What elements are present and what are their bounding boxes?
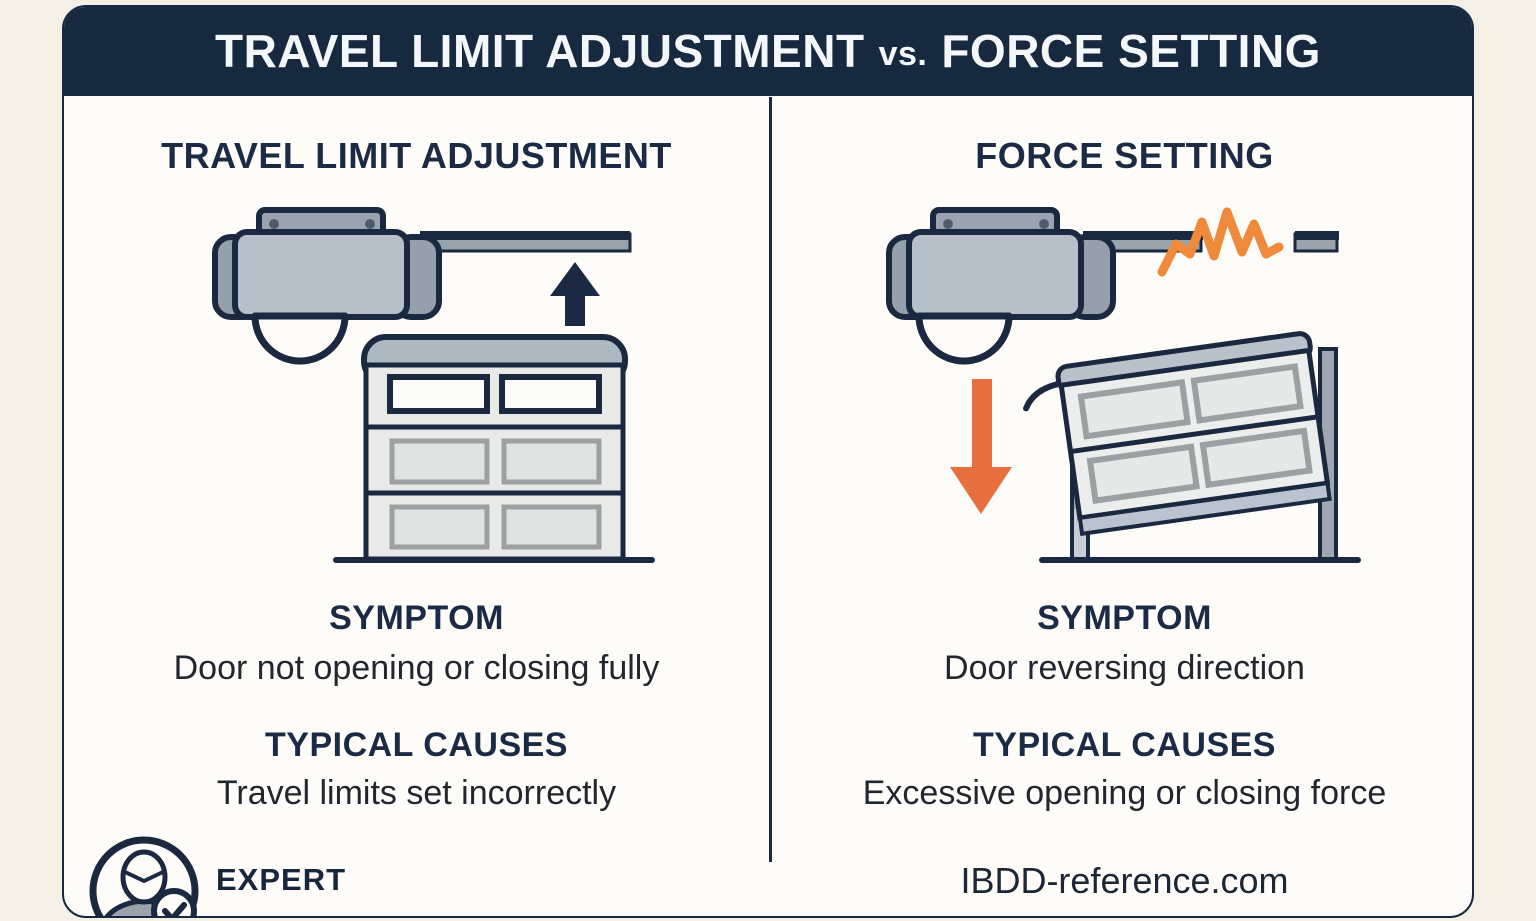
right-causes-label: TYPICAL CAUSES — [973, 726, 1276, 764]
opener-rail-icon — [420, 231, 632, 253]
right-column-title: FORCE SETTING — [975, 135, 1274, 176]
left-illustration-garage-opener-closed-door-up-arrow-icon — [212, 207, 655, 563]
left-symptom-text: Door not opening or closing fully — [173, 649, 660, 687]
garage-opener-unit-icon — [212, 207, 442, 365]
left-symptom-label: SYMPTOM — [329, 599, 504, 637]
spark-break-icon — [1157, 207, 1284, 277]
up-arrow-icon — [550, 262, 600, 326]
header-title-left: TRAVEL LIMIT ADJUSTMENT — [215, 25, 865, 77]
right-symptom-label: SYMPTOM — [1037, 599, 1212, 637]
website-text: IBDD-reference.com — [960, 860, 1289, 901]
right-illustration-broken-rail-reversing-door-down-arrow-icon — [886, 207, 1361, 563]
left-causes-label: TYPICAL CAUSES — [265, 726, 568, 764]
expert-label: EXPERT — [216, 862, 347, 897]
reversing-garage-door-icon — [1023, 331, 1332, 537]
left-column-title: TRAVEL LIMIT ADJUSTMENT — [161, 135, 672, 176]
header-title-right: FORCE SETTING — [941, 25, 1321, 77]
expert-person-checkmark-icon — [89, 836, 199, 916]
right-symptom-text: Door reversing direction — [944, 649, 1305, 687]
down-arrow-icon — [950, 379, 1012, 514]
infographic-panel: TRAVEL LIMIT ADJUSTMENT vs. FORCE SETTIN… — [62, 5, 1474, 918]
right-column: FORCE SETTING — [772, 97, 1472, 916]
closed-garage-door-icon — [361, 334, 628, 562]
left-column: TRAVEL LIMIT ADJUSTMENT — [64, 97, 769, 916]
column-divider — [769, 97, 772, 862]
right-causes-text: Excessive opening or closing force — [862, 774, 1387, 812]
header-banner: TRAVEL LIMIT ADJUSTMENT vs. FORCE SETTIN… — [64, 7, 1472, 96]
header-vs: vs. — [878, 34, 928, 73]
left-causes-text: Travel limits set incorrectly — [216, 774, 617, 812]
garage-opener-unit-icon — [886, 207, 1116, 365]
